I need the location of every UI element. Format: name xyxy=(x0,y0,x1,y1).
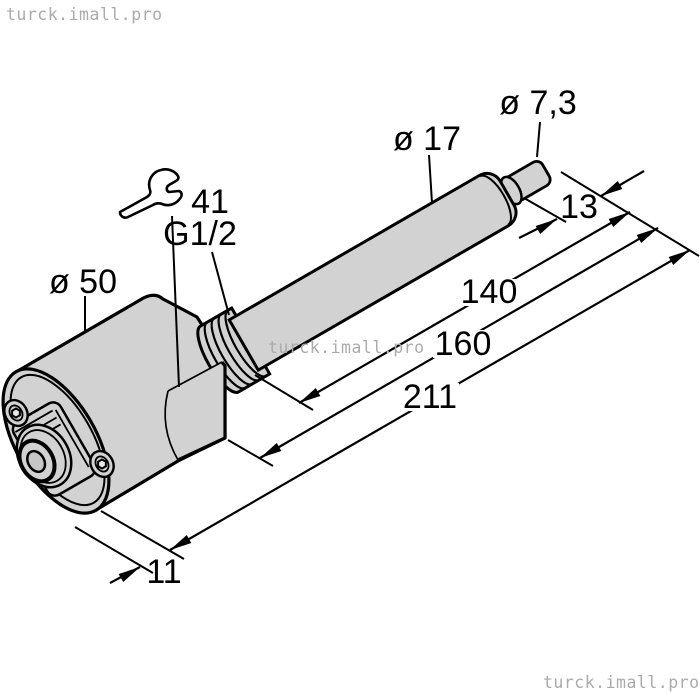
wrench-icon xyxy=(118,168,183,219)
dim-line-140 xyxy=(298,211,631,404)
label-wrench-size: 41 xyxy=(191,183,229,221)
thread-ridge xyxy=(217,313,260,382)
ext-line-face xyxy=(100,510,185,560)
label-front-collar-width: 11 xyxy=(146,553,181,591)
dimension-labels: ø 50 ø 17 ø 7,3 G1/2 41 13 140 160 211 1… xyxy=(49,84,598,591)
arrowheads xyxy=(118,181,690,582)
ext-line-tip-base xyxy=(523,197,567,223)
ext-line-tip-end xyxy=(560,171,700,257)
screw-hex-socket xyxy=(97,458,107,470)
watermark-center: turck.imall.pro xyxy=(268,338,425,357)
leader-thread xyxy=(211,251,230,316)
extension-lines xyxy=(74,171,700,574)
label-tube-length: 140 xyxy=(461,273,518,311)
arrowhead xyxy=(170,535,192,550)
arrowhead xyxy=(535,219,557,234)
arrowhead xyxy=(299,388,321,403)
label-bg-160 xyxy=(433,330,493,358)
nut-side-line xyxy=(54,409,90,468)
block-face xyxy=(165,362,225,460)
ext-line-thread xyxy=(254,374,314,411)
arrowhead xyxy=(636,228,658,243)
label-immersion-length: 160 xyxy=(435,325,492,363)
leader-dia73 xyxy=(536,121,541,158)
mounting-screw xyxy=(3,398,29,428)
cylinder-block-intersection xyxy=(164,390,179,461)
arrowhead xyxy=(601,181,623,196)
arrowhead xyxy=(668,250,690,265)
leader-lines xyxy=(84,121,541,388)
front-face xyxy=(1,367,115,515)
leader-wrench41 xyxy=(171,215,180,388)
arrowhead xyxy=(118,567,140,582)
thread-ridge xyxy=(224,309,267,378)
probe-assembly xyxy=(227,160,552,373)
nut-facet-line xyxy=(14,409,54,433)
label-bg-140 xyxy=(461,279,519,306)
mounting-screw xyxy=(89,449,115,479)
label-tip-length: 13 xyxy=(560,188,598,226)
tube-end-cap-line xyxy=(479,174,512,226)
label-overall-length: 211 xyxy=(403,378,457,416)
watermark-bottom-right: turck.imall.pro xyxy=(543,673,700,692)
housing-block xyxy=(164,361,227,462)
block-step-line xyxy=(167,361,223,392)
connector-bore xyxy=(26,449,47,474)
screw-hex-socket xyxy=(11,407,21,419)
screw-rim xyxy=(8,404,24,422)
label-tip-diameter: ø 7,3 xyxy=(499,84,576,122)
ext-line-block xyxy=(227,439,274,467)
arrowhead xyxy=(260,443,282,458)
probe-tube xyxy=(227,171,518,373)
label-thread-size: G1/2 xyxy=(163,215,237,253)
thread-ridge xyxy=(210,317,253,386)
block-edge xyxy=(177,361,227,462)
watermark-top-left: turck.imall.pro xyxy=(6,5,163,24)
watermarks: turck.imall.pro turck.imall.pro turck.im… xyxy=(6,5,700,692)
label-backgrounds xyxy=(401,279,519,411)
leader-dia17 xyxy=(428,154,433,204)
thread-ridge xyxy=(203,321,246,390)
screw-rim xyxy=(94,455,110,473)
label-bg-211 xyxy=(401,383,459,411)
label-body-diameter: ø 50 xyxy=(49,263,117,301)
arrowhead xyxy=(608,212,630,227)
label-tube-diameter: ø 17 xyxy=(393,120,461,158)
m12-connector xyxy=(11,401,97,497)
ext-line-collar xyxy=(74,526,154,574)
